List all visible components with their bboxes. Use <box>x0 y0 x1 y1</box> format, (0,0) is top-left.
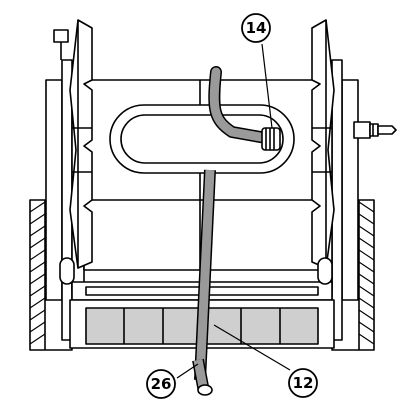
hose-end-fitting <box>261 127 281 151</box>
callout-12-label: 12 <box>293 374 314 392</box>
callout-14: 14 <box>241 13 271 43</box>
hose-connector-icon <box>353 121 397 139</box>
callout-leaders <box>176 43 291 379</box>
callout-26-label: 26 <box>151 375 172 393</box>
right-reel-flange <box>311 19 335 269</box>
drum-window <box>109 104 295 174</box>
left-reel-flange <box>69 19 93 269</box>
crank-handle <box>53 29 69 60</box>
callout-26: 26 <box>146 369 176 399</box>
callout-14-label: 14 <box>246 19 267 37</box>
garden-hose <box>192 66 272 396</box>
callout-12: 12 <box>288 368 318 398</box>
